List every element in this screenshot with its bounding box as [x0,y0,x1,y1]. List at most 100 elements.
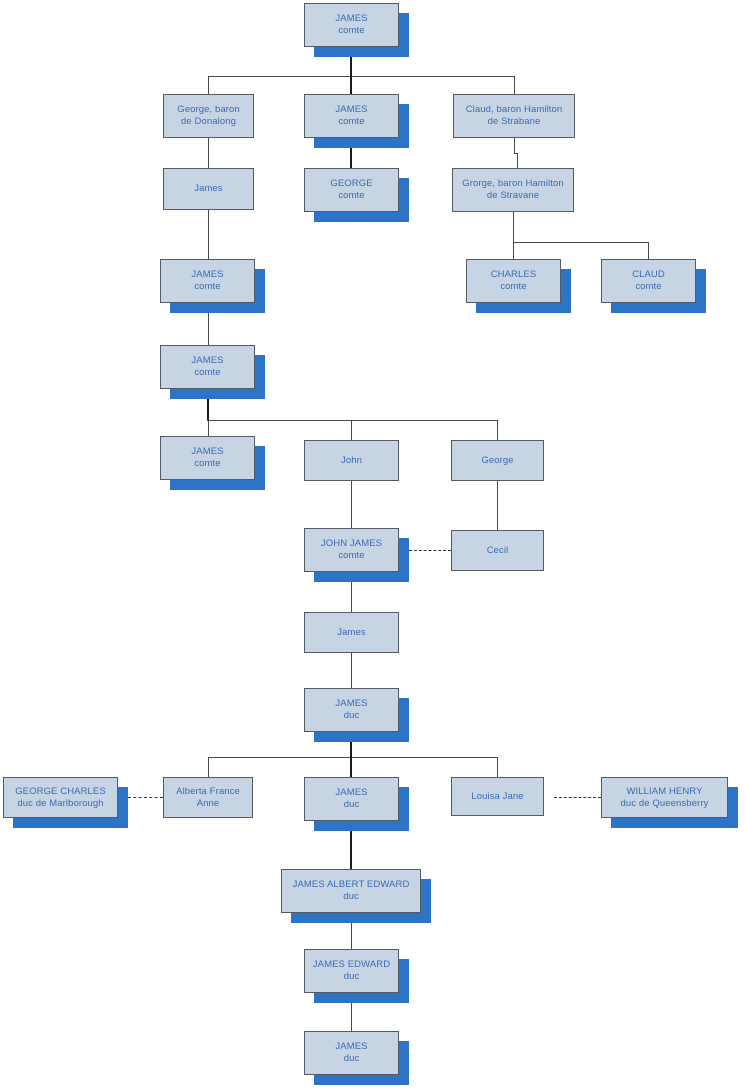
node-title: duc de Queensberry [620,797,709,809]
connector-john-johnjames [351,481,352,528]
connector-jamesduc-down [350,732,352,757]
connector-gen6-right [497,420,498,440]
connector-gen2-bar [208,76,515,77]
node-name: JAMES ALBERT EDWARD [292,879,410,890]
connector-grorge-down [513,212,514,242]
connector-gen6-mid [351,420,352,440]
node-title: duc [343,710,360,721]
node-title: comte [635,281,662,292]
node-name: JAMES [191,446,224,457]
tree-node[interactable]: Cecil [451,530,544,571]
node-name: WILLIAM HENRY [626,785,703,797]
connector-n8-n11 [208,303,209,345]
connector-gen10-left [208,757,209,777]
connector-gen10-bar [208,757,498,758]
node-title: duc de Marlborough [17,797,104,809]
node-name: GEORGE CHARLES [15,785,106,797]
connector-jamesedward-james [351,993,352,1031]
node-title: comte [194,458,221,469]
connector-charles-claud-bar [513,242,649,243]
connector-johnjames-james [351,572,352,612]
node-name: JAMES [335,698,368,709]
node-title: comte [338,190,365,201]
connector-n1-down [350,47,352,77]
connector-gen6-left [208,420,209,436]
node-title: comte [338,25,365,36]
node-name: JAMES [191,355,224,366]
node-name: JAMES [335,1041,368,1052]
node-name: JAMES [191,269,224,280]
connector-james-jamescomte [208,210,209,259]
node-title: comte [194,367,221,378]
connector-gen10-mid [350,757,352,777]
connector-gen2-right [514,76,515,94]
tree-node[interactable]: James [163,168,254,210]
node-name: James [337,626,366,638]
connector-george-cecil [497,481,498,530]
node-name: Cecil [486,544,509,556]
node-title: Anne [196,797,220,809]
node-title: comte [194,281,221,292]
node-title: de Donalong [181,116,236,127]
marriage-johnjames-cecil [409,550,451,551]
node-name: George, baron [177,104,240,115]
node-title: comte [338,550,365,561]
node-name: JAMES [335,787,368,798]
connector-claud-jog [514,153,518,154]
tree-node[interactable]: George [451,440,544,481]
node-name: CHARLES [490,269,537,280]
connector-gen2-mid [350,76,352,94]
node-title: duc [343,971,360,982]
node-name: JAMES [335,13,368,24]
node-name: Louisa Jane [471,790,524,802]
marriage-louisa-williamhenry [554,797,601,798]
connector-jamesduc2-albert [350,821,352,869]
tree-node[interactable]: John [304,440,399,481]
connector-claud-grorge [517,153,518,168]
node-name: JAMES [335,104,368,115]
node-title: duc [343,1053,360,1064]
node-name: John [340,454,362,466]
connector-claud-down [514,138,515,153]
connector-gen2-left [208,76,209,94]
node-name: JOHN JAMES [320,538,383,549]
node-name: JAMES EDWARD [312,959,391,970]
connector-james-jamesduc [351,653,352,688]
node-title: comte [500,281,527,292]
connector-albert-jamesedward [351,913,352,949]
tree-node[interactable]: Louisa Jane [451,777,544,816]
node-name: Grorge, baron Hamilton [462,178,564,189]
node-title: de Strabane [487,116,541,127]
connector-james2-george [350,138,352,168]
tree-node[interactable]: James [304,612,399,653]
connector-to-charles [513,242,514,259]
node-title: duc [343,799,360,810]
connector-george-james [208,138,209,168]
connector-gen10-right [497,757,498,777]
connector-to-claud [648,242,649,259]
connector-gen6-bar [207,420,498,421]
node-title: de Stravane [486,190,540,201]
node-name: GEORGE [330,178,373,189]
